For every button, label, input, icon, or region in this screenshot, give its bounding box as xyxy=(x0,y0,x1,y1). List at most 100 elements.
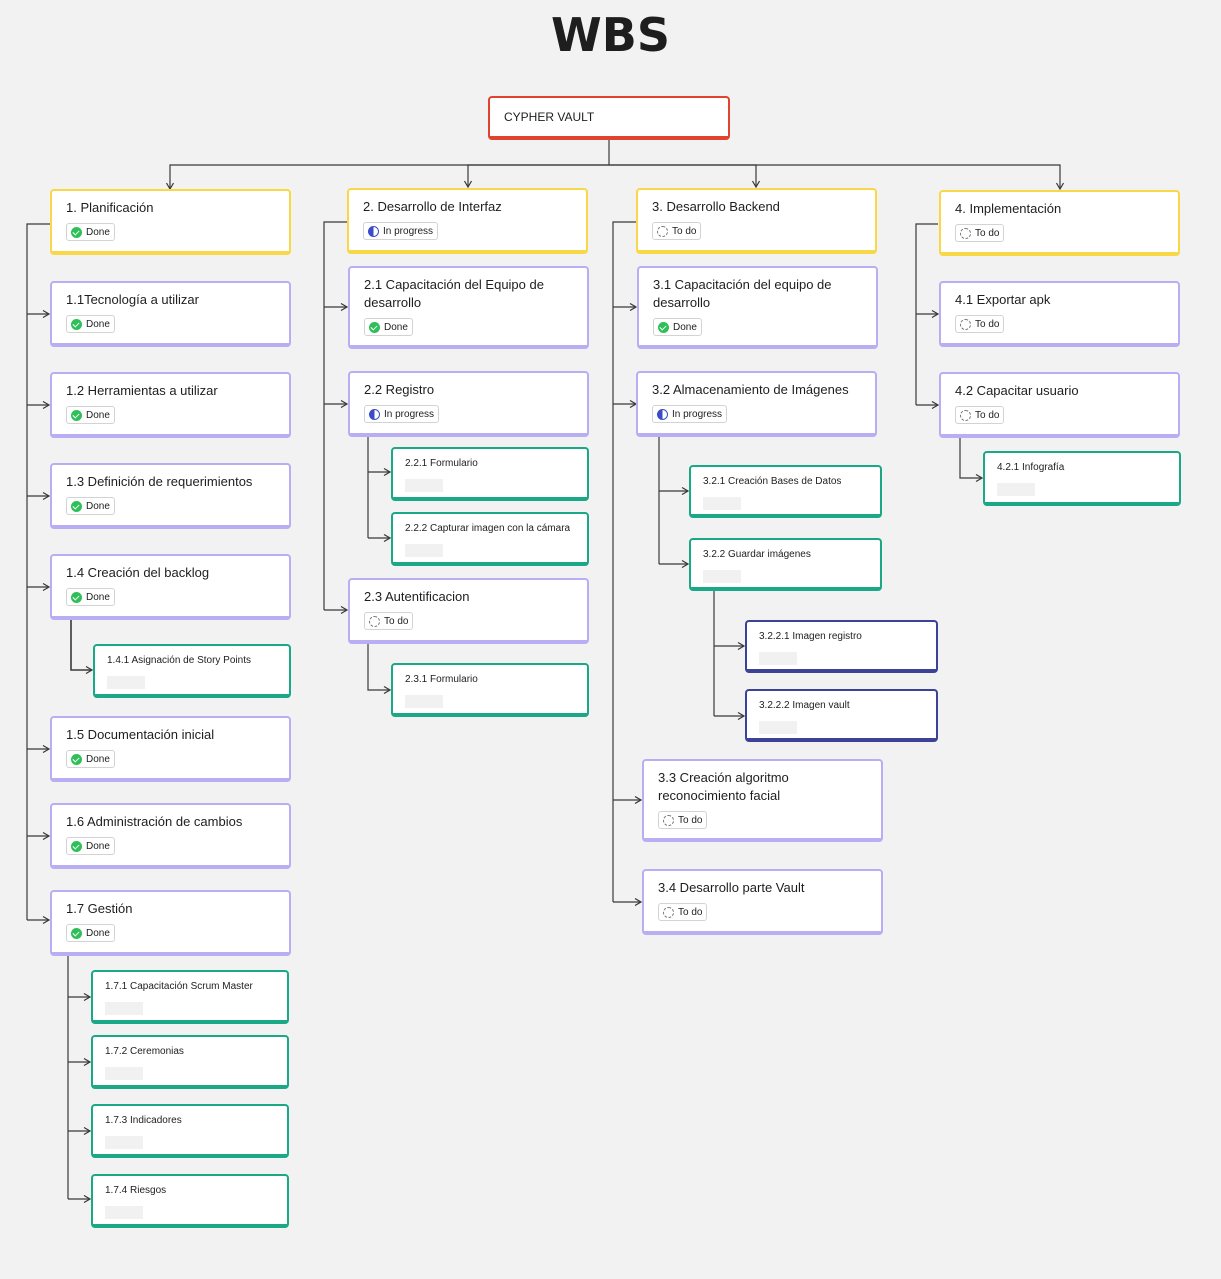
wbs-node-3[interactable]: 3. Desarrollo Backend To do xyxy=(636,188,877,254)
dashed-circle-icon xyxy=(663,906,674,918)
node-label: 1.7.4 Riesgos xyxy=(105,1185,167,1196)
status-label: Done xyxy=(86,226,110,238)
status-label: To do xyxy=(672,225,697,237)
wbs-node-141[interactable]: 1.4.1 Asignación de Story Points xyxy=(93,644,291,698)
placeholder-field xyxy=(997,483,1035,496)
status-label: Done xyxy=(86,500,110,512)
status-label: In progress xyxy=(384,408,435,420)
status-badge[interactable]: To do xyxy=(364,612,414,630)
node-label: 1.1Tecnología a utilizar xyxy=(66,292,199,307)
node-label: 2.2.1 Formulario xyxy=(405,458,478,469)
root-node[interactable]: CYPHER VAULT xyxy=(488,96,730,140)
dashed-circle-icon xyxy=(663,814,674,826)
wbs-node-222[interactable]: 2.2.2 Capturar imagen con la cámara xyxy=(391,512,589,566)
wbs-node-421[interactable]: 4.2.1 Infografía xyxy=(983,451,1181,506)
placeholder-field xyxy=(105,1002,143,1015)
node-label: 4. Implementación xyxy=(955,201,1062,216)
node-label: 3.2.2 Guardar imágenes xyxy=(703,549,811,560)
placeholder-field xyxy=(759,652,797,665)
node-label: 2.2 Registro xyxy=(364,382,435,397)
node-label: 3.3 Creación algoritmo reconocimiento fa… xyxy=(658,770,789,803)
wbs-node-173[interactable]: 1.7.3 Indicadores xyxy=(91,1104,289,1158)
status-badge[interactable]: Done xyxy=(364,318,413,336)
status-badge[interactable]: In progress xyxy=(364,405,440,423)
status-badge[interactable]: To do xyxy=(658,811,708,829)
wbs-node-174[interactable]: 1.7.4 Riesgos xyxy=(91,1174,289,1228)
wbs-node-22[interactable]: 2.2 Registro In progress xyxy=(348,371,589,437)
placeholder-field xyxy=(105,1067,143,1080)
status-badge[interactable]: To do xyxy=(652,222,702,240)
placeholder-field xyxy=(405,544,443,557)
node-label: 3. Desarrollo Backend xyxy=(652,199,780,214)
status-badge[interactable]: Done xyxy=(66,406,115,424)
status-label: Done xyxy=(673,321,697,333)
wbs-node-42[interactable]: 4.2 Capacitar usuario To do xyxy=(939,372,1180,438)
wbs-node-31[interactable]: 3.1 Capacitación del equipo de desarroll… xyxy=(637,266,878,349)
half-circle-icon xyxy=(657,408,668,420)
placeholder-field xyxy=(107,676,145,689)
status-badge[interactable]: Done xyxy=(66,588,115,606)
node-label: 1.3 Definición de requerimientos xyxy=(66,474,253,489)
node-label: 3.2 Almacenamiento de Imágenes xyxy=(652,382,849,397)
node-label: 4.2 Capacitar usuario xyxy=(955,383,1079,398)
wbs-node-32[interactable]: 3.2 Almacenamiento de Imágenes In progres… xyxy=(636,371,877,437)
node-label: 1.7.1 Capacitación Scrum Master xyxy=(105,981,253,992)
wbs-node-21[interactable]: 2.1 Capacitación del Equipo de desarroll… xyxy=(348,266,589,349)
root-label: CYPHER VAULT xyxy=(504,110,595,124)
status-badge[interactable]: Done xyxy=(66,315,115,333)
wbs-node-3222[interactable]: 3.2.2.2 Imagen vault xyxy=(745,689,938,742)
placeholder-field xyxy=(703,570,741,583)
wbs-node-231[interactable]: 2.3.1 Formulario xyxy=(391,663,589,717)
node-label: 1. Planificación xyxy=(66,200,154,215)
status-badge[interactable]: To do xyxy=(955,406,1005,424)
dashed-circle-icon xyxy=(960,318,971,330)
status-label: Done xyxy=(86,840,110,852)
status-badge[interactable]: Done xyxy=(66,837,115,855)
status-badge[interactable]: Done xyxy=(66,223,115,241)
wbs-node-221[interactable]: 2.2.1 Formulario xyxy=(391,447,589,501)
status-badge[interactable]: Done xyxy=(66,750,115,768)
placeholder-field xyxy=(405,479,443,492)
wbs-node-171[interactable]: 1.7.1 Capacitación Scrum Master xyxy=(91,970,289,1024)
wbs-node-321[interactable]: 3.2.1 Creación Bases de Datos xyxy=(689,465,882,518)
status-label: Done xyxy=(86,318,110,330)
node-label: 4.2.1 Infografía xyxy=(997,462,1065,473)
check-circle-icon xyxy=(71,840,82,852)
status-badge[interactable]: To do xyxy=(955,224,1005,242)
wbs-node-322[interactable]: 3.2.2 Guardar imágenes xyxy=(689,538,882,591)
wbs-node-172[interactable]: 1.7.2 Ceremonias xyxy=(91,1035,289,1089)
status-badge[interactable]: To do xyxy=(658,903,708,921)
status-badge[interactable]: In progress xyxy=(652,405,728,423)
node-label: 3.2.2.2 Imagen vault xyxy=(759,700,850,711)
wbs-node-33[interactable]: 3.3 Creación algoritmo reconocimiento fa… xyxy=(642,759,883,842)
check-circle-icon xyxy=(71,226,82,238)
status-badge[interactable]: Done xyxy=(66,924,115,942)
status-badge[interactable]: Done xyxy=(653,318,702,336)
status-label: To do xyxy=(678,814,703,826)
node-label: 2.1 Capacitación del Equipo de desarroll… xyxy=(364,277,544,310)
check-circle-icon xyxy=(71,318,82,330)
dashed-circle-icon xyxy=(657,225,668,237)
wbs-node-4[interactable]: 4. Implementación To do xyxy=(939,190,1180,256)
status-badge[interactable]: In progress xyxy=(363,222,439,240)
dashed-circle-icon xyxy=(960,227,971,239)
status-badge[interactable]: To do xyxy=(955,315,1005,333)
status-badge[interactable]: Done xyxy=(66,497,115,515)
status-label: To do xyxy=(384,615,409,627)
status-label: To do xyxy=(975,318,1000,330)
page-title: WBS xyxy=(551,8,670,62)
wbs-node-3221[interactable]: 3.2.2.1 Imagen registro xyxy=(745,620,938,673)
status-label: Done xyxy=(86,409,110,421)
